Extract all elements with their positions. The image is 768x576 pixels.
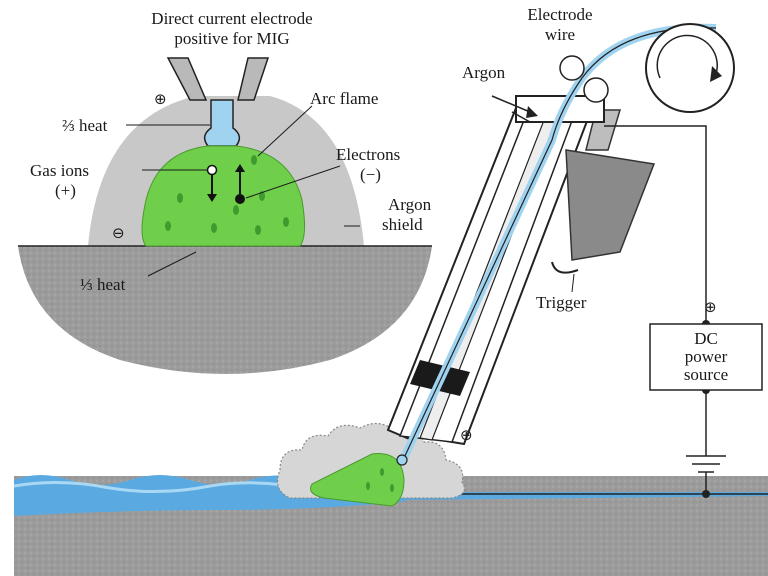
arc-flame-label: Arc flame xyxy=(310,89,378,108)
trigger-label: Trigger xyxy=(536,293,587,312)
power-plus-symbol: ⊕ xyxy=(704,298,717,316)
trigger[interactable] xyxy=(551,261,579,274)
electrode-wire-label-line2: wire xyxy=(545,25,575,44)
argon-shield-label-line2: shield xyxy=(382,215,423,234)
argon-shield-label-line1: Argon xyxy=(388,195,432,214)
dc-power-label-line3: source xyxy=(684,365,728,384)
inset-minus-symbol: ⊖ xyxy=(112,224,125,242)
wire-spool xyxy=(645,23,735,113)
gas-ions-label-line1: Gas ions xyxy=(30,161,89,180)
feed-roller-lower xyxy=(583,77,609,103)
wire-tip xyxy=(396,454,408,466)
nozzle-left-wall xyxy=(166,57,208,101)
gas-ion-arrow xyxy=(207,194,217,202)
electrons-label-line2: (−) xyxy=(360,165,381,184)
electrode-title-line2: positive for MIG xyxy=(174,29,289,48)
argon-inlet-arrow xyxy=(526,106,538,118)
gas-ion-marker xyxy=(206,164,218,176)
one-third-heat-label: ⅓ heat xyxy=(80,275,126,294)
dc-power-label-line1: DC xyxy=(694,329,718,348)
spool-rotation-arrow xyxy=(656,34,718,79)
main-flame-droplets xyxy=(366,468,394,492)
dc-power-source-box xyxy=(649,323,763,391)
electron-marker xyxy=(235,194,245,204)
nozzle-plus-symbol: ⊕ xyxy=(460,426,473,444)
electron-arrow xyxy=(235,164,245,172)
nozzle-right-wall xyxy=(237,57,270,101)
circuit-node-ground xyxy=(702,490,710,498)
inset-workpiece xyxy=(18,246,432,374)
argon-label: Argon xyxy=(462,63,506,82)
inset-plus-symbol: ⊕ xyxy=(154,90,167,108)
electrons-label-line1: Electrons xyxy=(336,145,400,164)
electrode-title-line1: Direct current electrode xyxy=(151,9,312,28)
feed-roller-upper xyxy=(559,55,585,81)
dc-power-label-line2: power xyxy=(685,347,728,366)
two-thirds-heat-label: ⅔ heat xyxy=(62,116,108,135)
main-arc-flame xyxy=(310,453,405,507)
flame-droplets xyxy=(165,155,289,235)
arc-flame xyxy=(141,145,306,247)
gas-ions-label-line2: (+) xyxy=(55,181,76,200)
circuit-wiring xyxy=(604,125,726,494)
electrode-wire-label-line1: Electrode xyxy=(527,5,592,24)
arc-detail-inset xyxy=(18,57,432,374)
